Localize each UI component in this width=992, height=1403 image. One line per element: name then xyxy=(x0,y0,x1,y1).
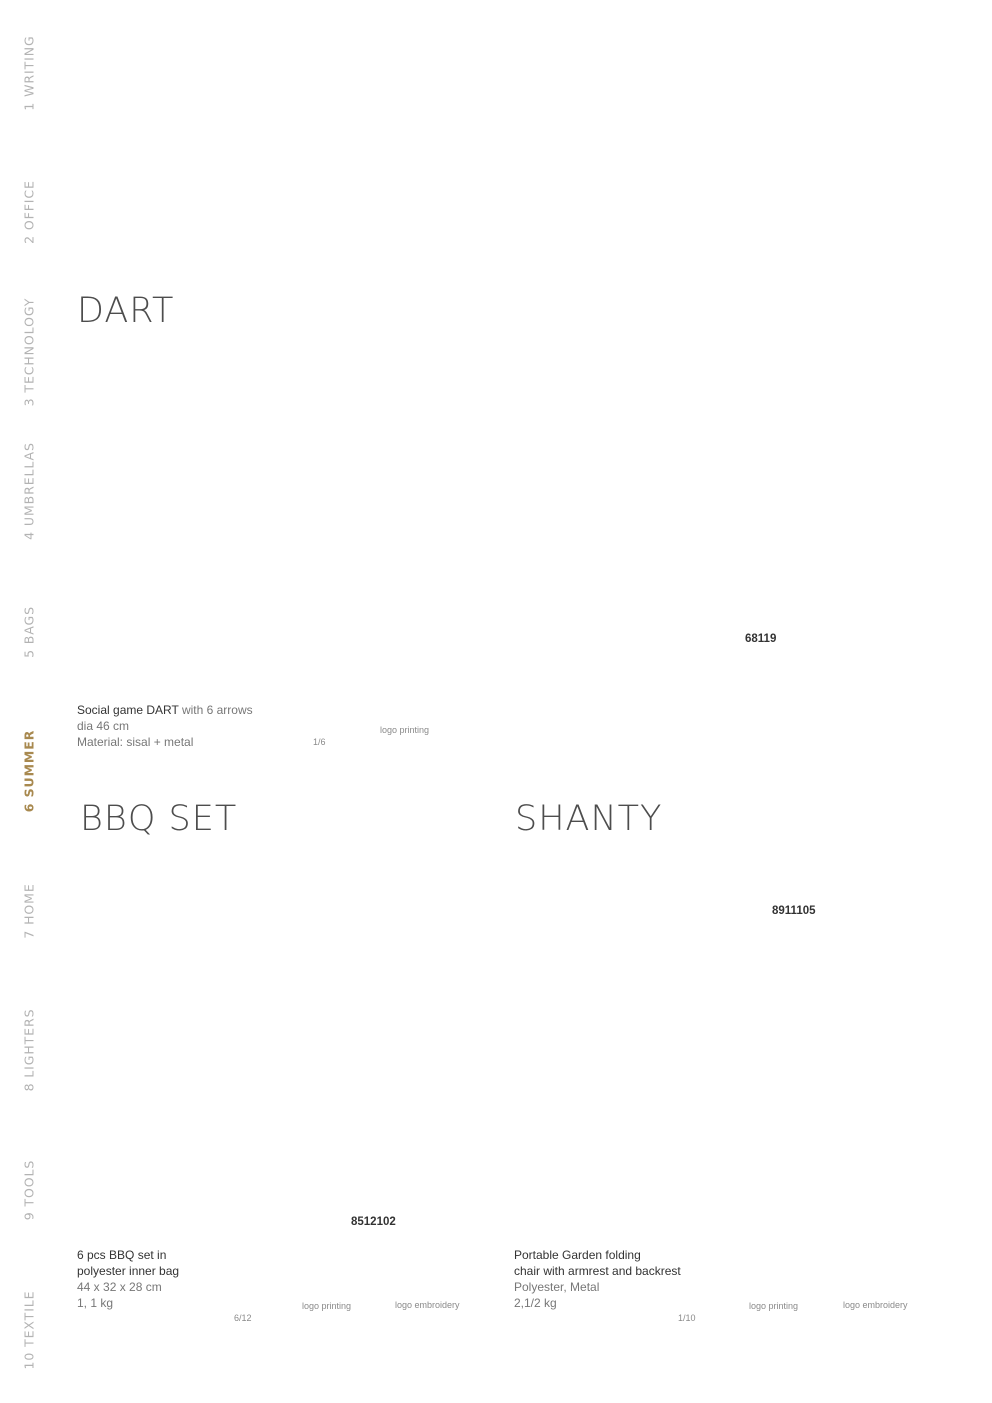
side-nav-item-umbrellas[interactable]: 4 UMBRELLAS xyxy=(21,442,37,540)
description-text: 44 x 32 x 28 cm xyxy=(77,1280,162,1294)
packing-quantity: 6/12 xyxy=(234,1313,252,1323)
side-nav-item-textile[interactable]: 10 TEXTILE xyxy=(21,1290,37,1370)
description-text: Material: sisal + metal xyxy=(77,735,194,749)
side-nav-item-office[interactable]: 2 OFFICE xyxy=(21,180,37,244)
description-text: with 6 arrows xyxy=(178,703,253,717)
side-nav-item-lighters[interactable]: 8 LIGHTERS xyxy=(21,1008,37,1092)
branding-logo-printing: logo printing xyxy=(380,725,430,735)
product-title: DART xyxy=(77,291,175,331)
description-text: polyester inner bag xyxy=(77,1264,180,1278)
description-text: 1, 1 kg xyxy=(77,1296,114,1310)
description-text: dia 46 cm xyxy=(77,719,130,733)
product-description: 6 pcs BBQ set in polyester inner bag 44 … xyxy=(77,1247,277,1311)
description-text: 2,1/2 kg xyxy=(514,1296,557,1310)
branding-logo-printing: logo printing xyxy=(749,1301,799,1311)
description-highlight: Social game DART xyxy=(77,703,179,717)
product-code: 8911105 xyxy=(772,905,816,917)
side-nav-item-writing[interactable]: 1 WRITING xyxy=(21,35,37,111)
branding-logo-embroidery: logo embroidery xyxy=(395,1300,460,1310)
packing-quantity: 1/6 xyxy=(313,737,326,747)
product-title: BBQ SET xyxy=(80,799,238,839)
side-nav-item-summer[interactable]: 6 SUMMER xyxy=(21,729,37,813)
branding-logo-printing: logo printing xyxy=(302,1301,352,1311)
branding-logo-embroidery: logo embroidery xyxy=(843,1300,908,1310)
product-description: Social game DART with 6 arrows dia 46 cm… xyxy=(77,702,317,750)
product-description: Portable Garden folding chair with armre… xyxy=(514,1247,754,1311)
side-nav-item-bags[interactable]: 5 BAGS xyxy=(21,606,37,658)
description-text: 6 pcs BBQ set in xyxy=(77,1248,167,1262)
description-text: chair with armrest and backrest xyxy=(514,1264,681,1278)
side-nav-item-technology[interactable]: 3 TECHNOLOGY xyxy=(21,297,37,407)
product-code: 8512102 xyxy=(351,1216,396,1228)
description-text: Portable Garden folding xyxy=(514,1248,641,1262)
side-nav-item-tools[interactable]: 9 TOOLS xyxy=(21,1159,37,1221)
packing-quantity: 1/10 xyxy=(678,1313,696,1323)
product-title: SHANTY xyxy=(515,799,663,839)
description-text: Polyester, Metal xyxy=(514,1280,600,1294)
product-code: 68119 xyxy=(745,633,777,645)
side-nav-item-home[interactable]: 7 HOME xyxy=(21,883,37,939)
